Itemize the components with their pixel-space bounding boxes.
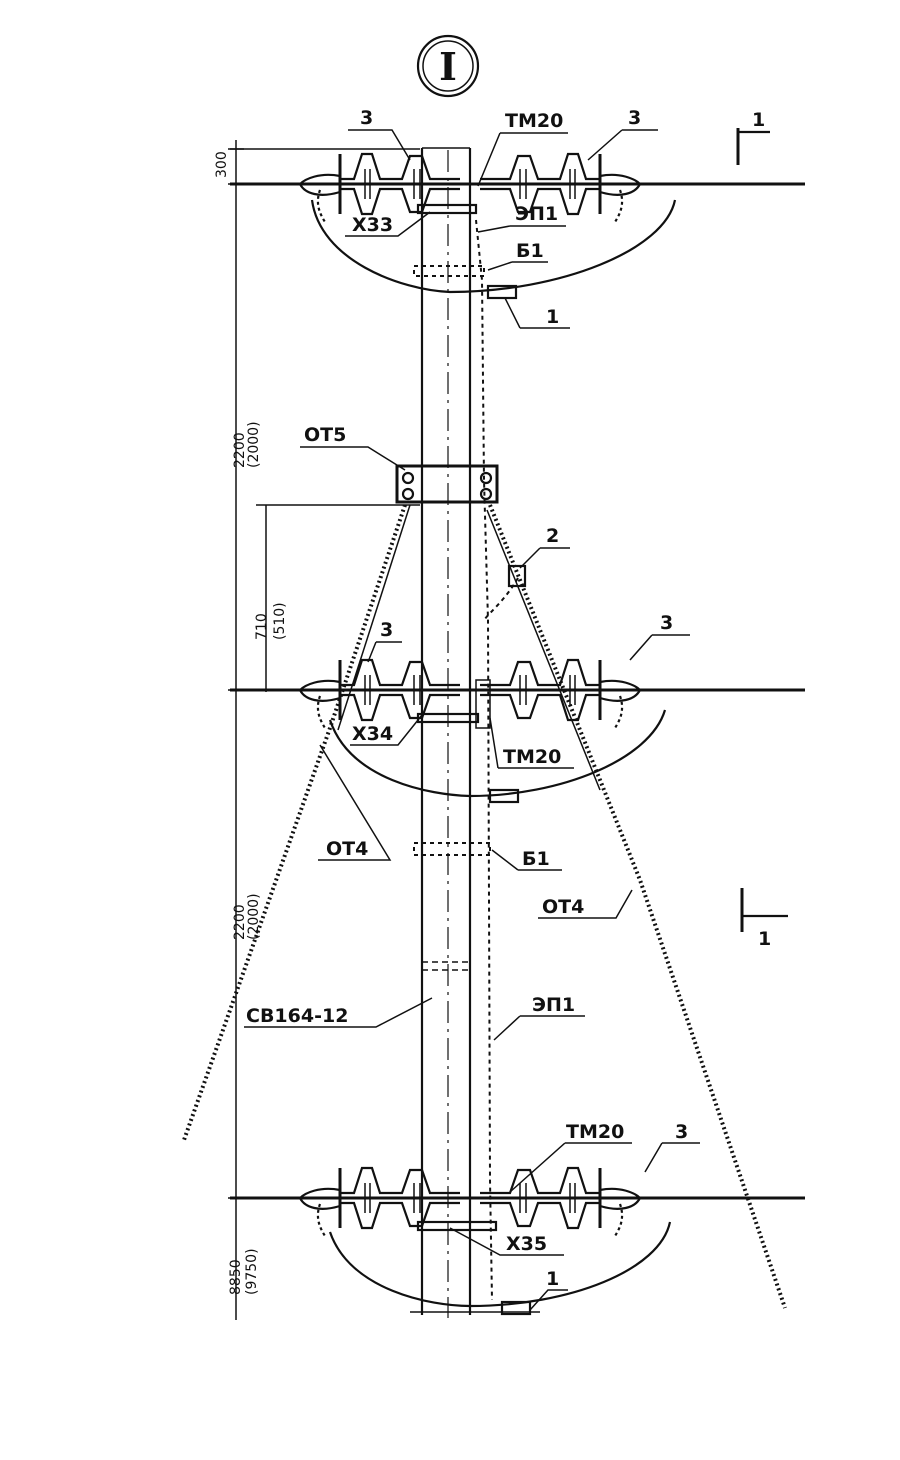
bracket-ot5 (395, 464, 499, 504)
label-1-top: 1 (546, 306, 559, 328)
label-b1-mid: Б1 (522, 848, 550, 870)
dim-710: 710 (254, 613, 270, 640)
label-ot4-left: ОТ4 (326, 838, 368, 860)
dim-9750: (9750) (244, 1248, 260, 1295)
brace-right-inner (486, 509, 601, 791)
section-bottom-label: 1 (758, 928, 771, 950)
section-marker-top: 1 (736, 109, 770, 165)
label-ep1-bottom: ЭП1 (532, 994, 575, 1016)
bottom-assembly (230, 1166, 805, 1316)
label-3-bottom: 3 (675, 1121, 688, 1143)
ground-wire-branch (483, 577, 519, 621)
middle-assembly (230, 658, 805, 856)
section-marker-bottom: 1 (740, 888, 788, 950)
label-ot5: ОТ5 (304, 424, 346, 446)
ground-wire (475, 219, 493, 1301)
clamp-2 (507, 564, 527, 588)
section-top-label: 1 (752, 109, 765, 131)
dim-510: (510) (272, 602, 288, 640)
label-2: 2 (546, 525, 559, 547)
leaders (244, 129, 700, 1311)
label-ot4-right: ОТ4 (542, 896, 584, 918)
dim-2000-bottom: (2000) (246, 893, 262, 940)
label-x33: Х33 (352, 214, 393, 236)
label-tm20-top: ТМ20 (505, 110, 563, 132)
label-1-bottom: 1 (546, 1268, 559, 1290)
label-3-mid-left: 3 (380, 619, 393, 641)
label-x35: Х35 (506, 1233, 547, 1255)
label-tm20-bottom: ТМ20 (566, 1121, 624, 1143)
label-3-top-right: 3 (628, 107, 641, 129)
label-x34: Х34 (352, 723, 393, 745)
dim-2200-bottom: 2200 (232, 904, 248, 940)
label-3-top-left: 3 (360, 107, 373, 129)
label-ep1-top: ЭП1 (515, 203, 558, 225)
dim-2000-top: (2000) (246, 421, 262, 468)
label-b1-top: Б1 (516, 240, 544, 262)
brace-left-inner (337, 504, 411, 731)
view-title: I (439, 44, 457, 89)
label-3-mid-right: 3 (660, 612, 673, 634)
dim-2200-top: 2200 (232, 432, 248, 468)
top-assembly (230, 148, 805, 300)
label-tm20-mid: ТМ20 (503, 746, 561, 768)
dim-300: 300 (214, 151, 230, 178)
label-sv164: СВ164-12 (246, 1005, 348, 1027)
brace-left (182, 504, 407, 1141)
pole (410, 147, 540, 1318)
dim-8850: 8850 (228, 1259, 244, 1295)
dimension-lines (228, 140, 420, 1320)
view-marker: I (416, 34, 480, 98)
brace-right (488, 504, 787, 1309)
